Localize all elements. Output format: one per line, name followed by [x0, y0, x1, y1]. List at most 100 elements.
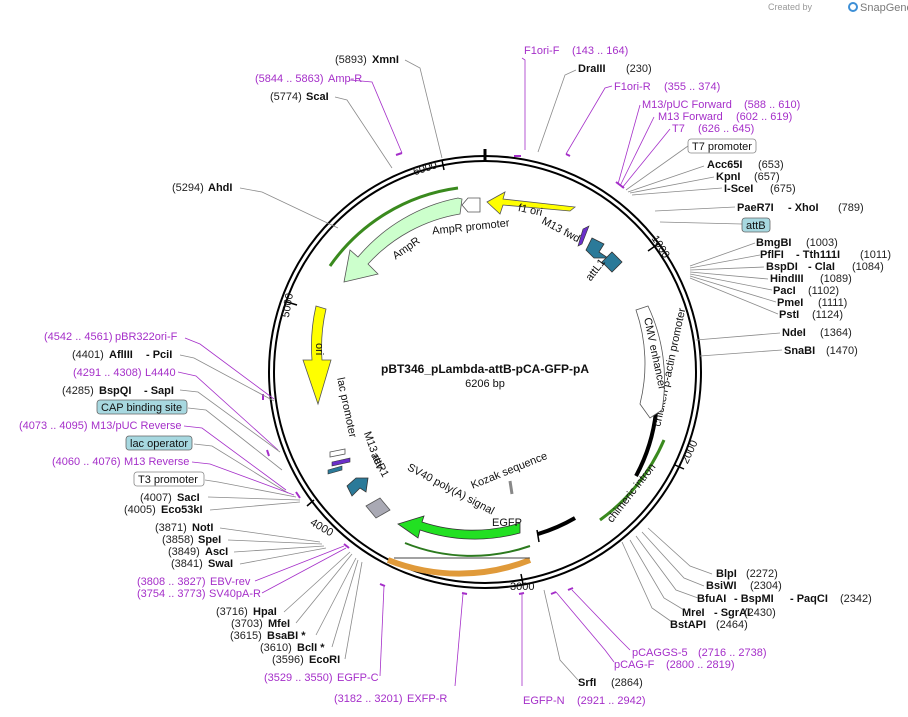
feature-f1-ori[interactable] [486, 191, 577, 215]
label-tth111i[interactable]: - Tth111I [796, 249, 840, 261]
label-egfp-n-pos: (2921 .. 2942) [577, 695, 646, 707]
label-ecori[interactable]: EcoRI [309, 654, 340, 666]
label-paer7i[interactable]: PaeR7I [737, 202, 774, 214]
label-scai[interactable]: ScaI [306, 91, 329, 103]
label-t7-promoter: T7 promoter [692, 141, 752, 153]
label-mrei[interactable]: MreI [682, 607, 705, 619]
label-pcag-f[interactable]: pCAG-F [614, 659, 655, 671]
label-hpai[interactable]: HpaI [253, 606, 277, 618]
label-l4440[interactable]: L4440 [145, 367, 176, 379]
feature-sv40-polya-label: SV40 poly(A) signal [405, 461, 496, 517]
feature-egfp[interactable] [397, 515, 521, 540]
label-afliii[interactable]: AflIII [109, 349, 133, 361]
label-t7[interactable]: T7 [672, 123, 685, 135]
label-egfp-c[interactable]: EGFP-C [337, 672, 379, 684]
feature-lac-promoter[interactable] [329, 448, 346, 458]
label-saci[interactable]: SacI [177, 492, 200, 504]
label-srfi[interactable]: SrfI [578, 677, 596, 689]
label-psti[interactable]: PstI [779, 309, 799, 321]
label-ebv-rev[interactable]: EBV-rev [210, 576, 251, 588]
label-noti[interactable]: NotI [192, 522, 213, 534]
label-m13-reverse-pos: (4060 .. 4076) [52, 456, 121, 468]
label-hindiii[interactable]: HindIII [770, 273, 804, 285]
feature-kozak[interactable] [508, 480, 514, 495]
label-bspdi[interactable]: BspDI [766, 261, 798, 273]
label-bmgbi[interactable]: BmgBI [756, 237, 791, 249]
brand-name[interactable]: SnapGene [860, 2, 908, 14]
label-clai[interactable]: - ClaI [808, 261, 835, 273]
label-bstapi[interactable]: BstAPI [670, 619, 706, 631]
label-blpi[interactable]: BlpI [716, 568, 737, 580]
label-pcii[interactable]: - PciI [146, 349, 172, 361]
feature-attr1[interactable] [346, 477, 369, 497]
label-attb-box[interactable] [741, 217, 771, 233]
label-m13puc-rev[interactable]: M13/pUC Reverse [91, 420, 181, 432]
label-bcli[interactable]: BclI * [297, 642, 325, 654]
feature-m13-rev[interactable] [331, 457, 351, 467]
label-mfei[interactable]: MfeI [268, 618, 290, 630]
label-f1ori-f[interactable]: F1ori-F [524, 45, 560, 57]
label-m13puc-forward[interactable]: M13/pUC Forward [642, 99, 732, 111]
label-cap-box[interactable] [96, 399, 188, 415]
label-spei-pos: (3858) [162, 534, 194, 546]
label-ahdi[interactable]: AhdI [208, 182, 232, 194]
label-sv40pa-r[interactable]: SV40pA-R [209, 588, 261, 600]
label-ndei[interactable]: NdeI [782, 327, 806, 339]
label-t3-promoter-box[interactable] [133, 471, 205, 487]
label-bfuai[interactable]: BfuAI [697, 593, 726, 605]
feature-lac-promoter-label: lac promoter [334, 376, 359, 439]
label-f1ori-r[interactable]: F1ori-R [614, 81, 651, 93]
label-pbr322-pos: (4542 .. 4561) [44, 331, 113, 343]
label-bspdi-pos: (1084) [852, 261, 884, 273]
label-pflfi[interactable]: PflFI [760, 249, 784, 261]
feature-attb-marker [601, 251, 623, 273]
feature-m13-fwd[interactable] [577, 225, 590, 247]
label-exfp-r[interactable]: EXFP-R [407, 693, 447, 705]
label-draiii[interactable]: DraIII [578, 63, 606, 75]
feature-sv40-polya[interactable] [365, 497, 391, 519]
label-m13-reverse[interactable]: M13 Reverse [124, 456, 189, 468]
label-isce[interactable]: I-SceI [724, 183, 753, 195]
label-pbr322[interactable]: pBR322ori-F [115, 331, 178, 343]
label-pmei[interactable]: PmeI [777, 297, 803, 309]
label-paci[interactable]: PacI [773, 285, 796, 297]
label-blpi-pos: (2272) [746, 568, 778, 580]
label-spei[interactable]: SpeI [198, 534, 221, 546]
label-acc65i[interactable]: Acc65I [707, 159, 742, 171]
label-sgrai[interactable]: - SgrAI [714, 607, 750, 619]
label-asci[interactable]: AscI [205, 546, 228, 558]
label-lac-operator-box[interactable] [125, 435, 193, 451]
feature-cmv-enhancer[interactable] [635, 305, 665, 419]
label-ampr-primer[interactable]: Amp-R [328, 73, 362, 85]
label-pcag-f-pos: (2800 .. 2819) [666, 659, 735, 671]
label-egfp-n[interactable]: EGFP-N [523, 695, 565, 707]
label-swai-pos: (3841) [171, 558, 203, 570]
label-xmni[interactable]: XmnI [372, 54, 399, 66]
label-swai[interactable]: SwaI [208, 558, 233, 570]
tick-2000: 2000 [679, 439, 700, 466]
label-paci-pos: (1102) [808, 285, 839, 297]
label-bspmi[interactable]: - BspMI [734, 593, 774, 605]
label-bsabi[interactable]: BsaBI * [267, 630, 306, 642]
label-snabi[interactable]: SnaBI [784, 345, 815, 357]
label-pcaggs5[interactable]: pCAGGS-5 [632, 647, 688, 659]
label-eco53ki[interactable]: Eco53kI [161, 504, 203, 516]
feature-attl1[interactable] [585, 237, 610, 259]
label-sapi[interactable]: - SapI [144, 385, 174, 397]
feature-ampr-promoter[interactable] [461, 197, 481, 213]
feature-cba-promoter[interactable] [634, 411, 658, 477]
label-xhoi[interactable]: - XhoI [788, 202, 819, 214]
feature-chimeric-intron-seg1[interactable] [537, 516, 577, 536]
label-m13-forward[interactable]: M13 Forward [658, 111, 723, 123]
label-paqci[interactable]: - PaqCI [790, 593, 828, 605]
feature-ori[interactable] [302, 305, 332, 406]
label-bspqi[interactable]: BspQI [99, 385, 131, 397]
feature-ampr[interactable] [343, 197, 463, 283]
label-kpni[interactable]: KpnI [716, 171, 740, 183]
label-ecori-pos: (3596) [272, 654, 304, 666]
label-t7-promoter-box[interactable] [687, 138, 757, 154]
label-bsiwi[interactable]: BsiWI [706, 580, 737, 592]
label-bspqi-pos: (4285) [62, 385, 94, 397]
feature-m13-fwd-label: M13 fwd [540, 215, 582, 245]
